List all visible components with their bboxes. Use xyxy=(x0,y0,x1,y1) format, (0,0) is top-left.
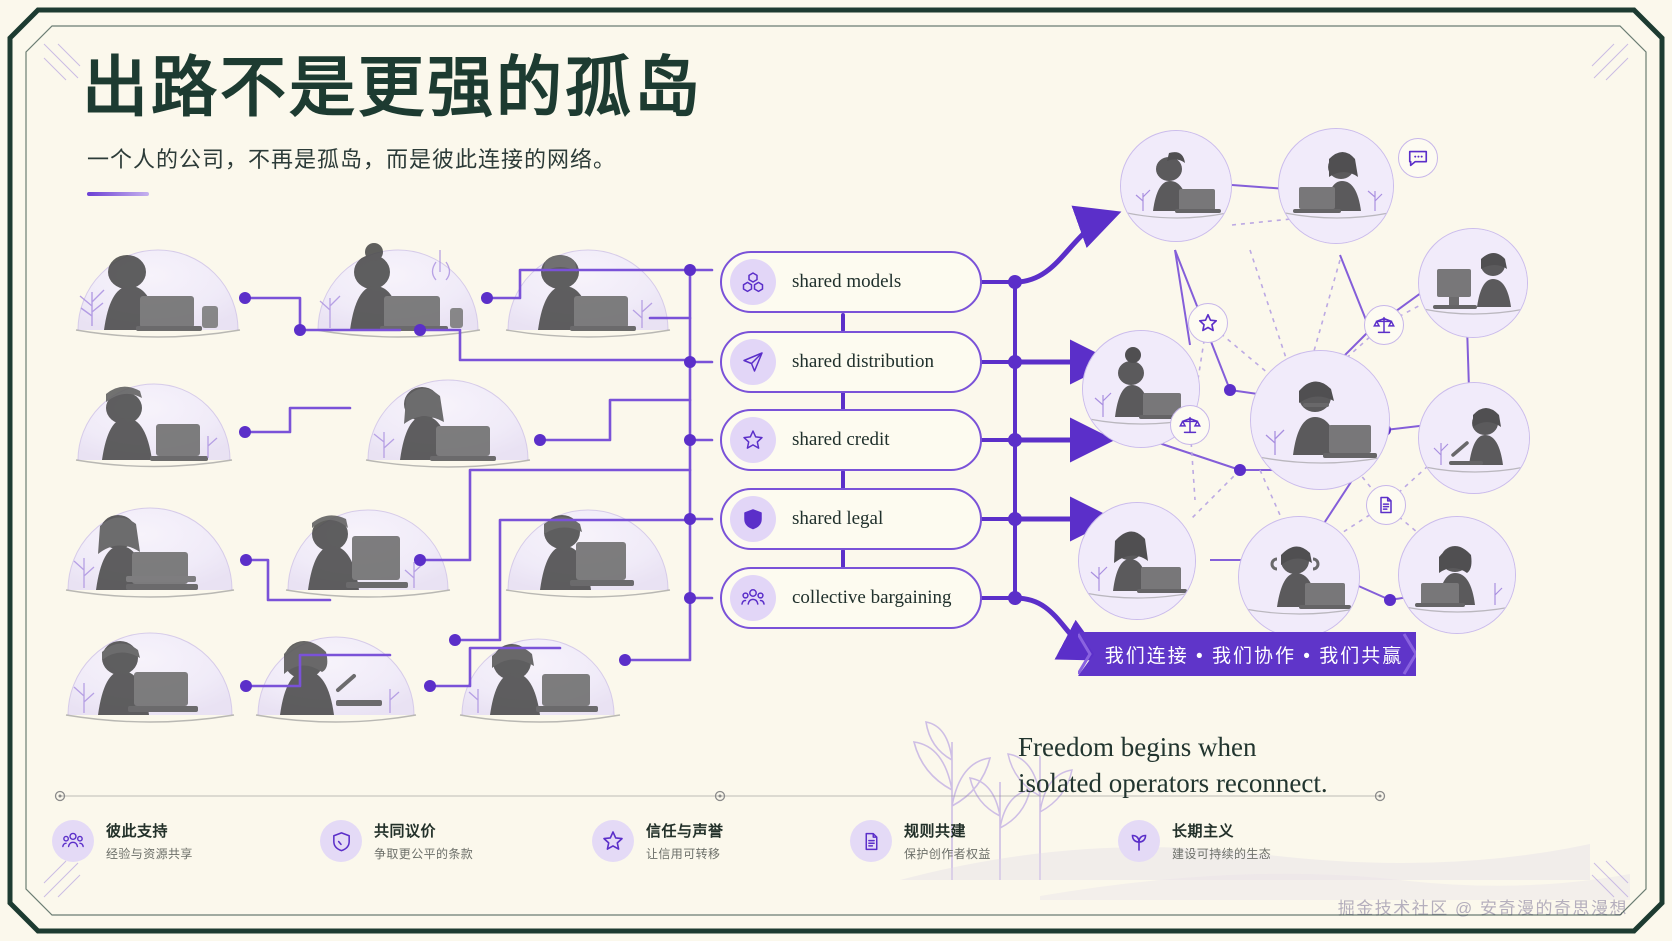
network-node xyxy=(1418,228,1528,338)
scales-icon xyxy=(1170,405,1210,445)
legend-subtitle: 保护创作者权益 xyxy=(904,847,991,861)
isolated-figure xyxy=(315,243,481,338)
pill-label: shared distribution xyxy=(792,351,934,372)
tagline: Freedom begins when isolated operators r… xyxy=(1018,730,1328,801)
document-icon xyxy=(1366,485,1406,525)
isolated-figure xyxy=(505,249,671,338)
legend-title: 共同议价 xyxy=(374,823,437,840)
legend-subtitle: 建设可持续的生态 xyxy=(1172,847,1272,861)
legend-title: 规则共建 xyxy=(904,823,967,840)
legend-title: 长期主义 xyxy=(1172,823,1235,840)
legend-title: 彼此支持 xyxy=(106,823,169,840)
capability-pill-shared-distribution[interactable]: shared distribution xyxy=(720,331,982,393)
people-icon xyxy=(730,575,776,621)
legend-item: 长期主义 建设可持续的生态 xyxy=(1118,820,1368,862)
network-node xyxy=(1078,502,1196,620)
network-node xyxy=(1278,128,1394,244)
banner: 我们连接 • 我们协作 • 我们共赢 xyxy=(1078,632,1416,676)
pill-label: shared credit xyxy=(792,429,890,450)
isolated-operators-group xyxy=(65,243,671,723)
star-icon xyxy=(592,820,634,862)
network-node xyxy=(1238,516,1360,638)
watermark: 掘金技术社区 @ 安奇漫的奇思漫想 xyxy=(1337,899,1628,918)
document-icon xyxy=(850,820,892,862)
legend-subtitle: 争取更公平的条款 xyxy=(374,847,474,861)
capability-pill-shared-models[interactable]: shared models xyxy=(720,251,982,313)
capability-pill-collective-bargaining[interactable]: collective bargaining xyxy=(720,567,982,629)
isolated-figure xyxy=(75,383,233,468)
network-node xyxy=(1120,130,1232,242)
send-icon xyxy=(730,339,776,385)
star-icon xyxy=(730,417,776,463)
isolated-figure xyxy=(75,249,241,338)
isolated-figure xyxy=(505,509,671,598)
chat-icon xyxy=(1398,138,1438,178)
page-subtitle: 一个人的公司，不再是孤岛，而是彼此连接的网络。 xyxy=(87,146,617,172)
pill-label: collective bargaining xyxy=(792,587,952,608)
network-node xyxy=(1398,516,1516,634)
isolated-figure xyxy=(365,379,531,468)
cubes-icon xyxy=(730,259,776,305)
capability-pill-shared-legal[interactable]: shared legal xyxy=(720,488,982,550)
network-node xyxy=(1250,350,1390,490)
legend-title: 信任与声誉 xyxy=(646,823,724,840)
legend-subtitle: 让信用可转移 xyxy=(646,847,721,861)
isolated-figure xyxy=(459,638,621,723)
legend-item: 共同议价 争取更公平的条款 xyxy=(320,820,592,862)
leaf-icon xyxy=(1118,820,1160,862)
title-underline xyxy=(87,191,149,196)
legend-item: 彼此支持 经验与资源共享 xyxy=(52,820,320,862)
legend-item: 信任与声誉 让信用可转移 xyxy=(592,820,850,862)
page-title: 出路不是更强的孤岛 xyxy=(82,52,703,125)
pill-label: shared legal xyxy=(792,508,884,529)
scales-icon xyxy=(1364,305,1404,345)
network-node xyxy=(1418,382,1530,494)
legend-item: 规则共建 保护创作者权益 xyxy=(850,820,1118,862)
shield-icon xyxy=(730,496,776,542)
isolated-figure xyxy=(255,636,417,723)
isolated-figure xyxy=(65,632,235,723)
header-block: 出路不是更强的孤岛 一个人的公司，不再是孤岛，而是彼此连接的网络。 xyxy=(82,52,703,196)
isolated-figure xyxy=(65,507,235,598)
tagline-line-2: isolated operators reconnect. xyxy=(1018,767,1328,798)
connector-wiring-left xyxy=(243,268,714,688)
star-icon xyxy=(1188,303,1228,343)
shield-icon xyxy=(320,820,362,862)
tagline-line-1: Freedom begins when xyxy=(1018,732,1257,762)
pill-label: shared models xyxy=(792,271,902,292)
banner-text: 我们连接 • 我们协作 • 我们共赢 xyxy=(1104,645,1404,667)
capability-pill-shared-credit[interactable]: shared credit xyxy=(720,409,982,471)
people-icon xyxy=(52,820,94,862)
isolated-figure xyxy=(285,509,451,598)
legend-row: 彼此支持 经验与资源共享 共同议价 争取更公平的条款 xyxy=(52,820,1368,862)
legend-subtitle: 经验与资源共享 xyxy=(106,847,193,861)
